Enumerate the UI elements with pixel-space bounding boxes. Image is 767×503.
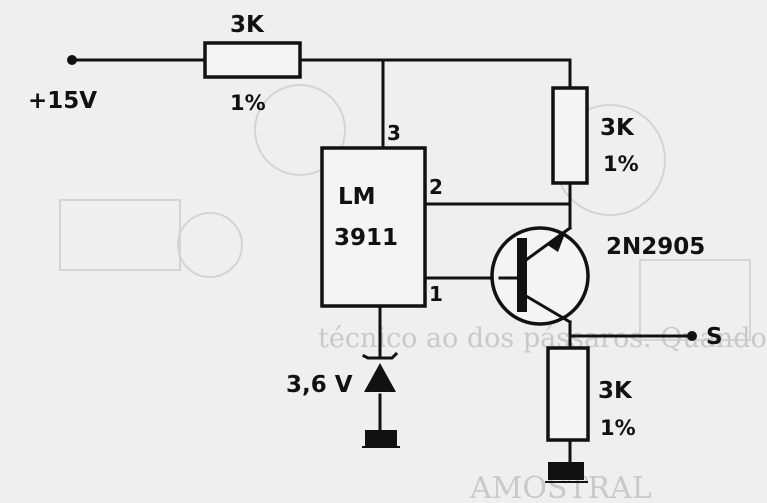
ground-output bbox=[545, 462, 588, 483]
ic-lm3911 bbox=[320, 146, 427, 308]
zener-voltage-label: 3,6 V bbox=[286, 372, 353, 398]
resistor-top bbox=[203, 41, 302, 79]
resistor-top-tolerance: 1% bbox=[230, 91, 266, 115]
output-terminal bbox=[687, 331, 697, 341]
zener-diode bbox=[361, 351, 399, 392]
ic-pin-1: 1 bbox=[429, 282, 443, 306]
ic-name-line1: LM bbox=[338, 184, 376, 210]
ghost-text-line: técnico ao dos pássaros. Quando bbox=[318, 323, 767, 354]
transistor-label: 2N2905 bbox=[606, 234, 705, 260]
diode-triangle-icon bbox=[364, 363, 396, 392]
output-label: S bbox=[706, 324, 723, 350]
resistor-right-value: 3K bbox=[600, 115, 635, 141]
resistor-bottom-value: 3K bbox=[598, 378, 633, 404]
wiring bbox=[67, 55, 697, 464]
resistor-bottom bbox=[546, 346, 590, 442]
resistor-top-value: 3K bbox=[230, 12, 265, 38]
ground-zener bbox=[362, 430, 400, 448]
supply-voltage-label: +15V bbox=[28, 88, 97, 114]
resistor-right-tolerance: 1% bbox=[603, 152, 639, 176]
ic-pin-2: 2 bbox=[429, 175, 443, 199]
ic-pin-3: 3 bbox=[387, 121, 401, 145]
emitter-arrow-icon bbox=[546, 231, 566, 252]
resistor-bottom-tolerance: 1% bbox=[600, 416, 636, 440]
resistor-right bbox=[551, 86, 589, 185]
transistor-2n2905 bbox=[490, 225, 590, 326]
ic-name-line2: 3911 bbox=[334, 225, 398, 251]
